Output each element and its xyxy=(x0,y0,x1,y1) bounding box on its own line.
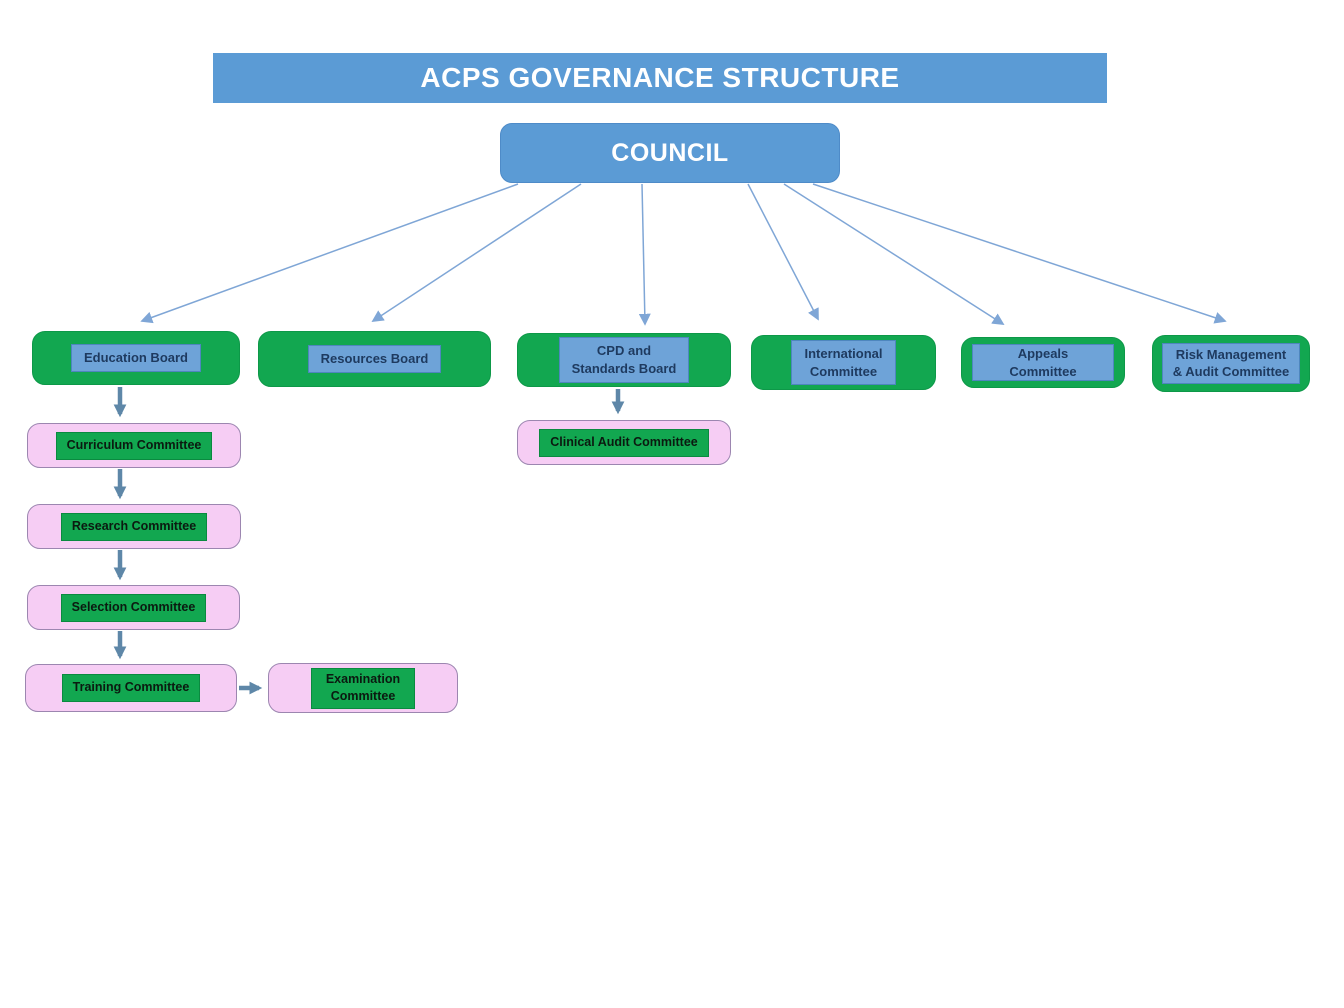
committee-examination: Examination Committee xyxy=(268,663,458,713)
arrow-council-to-resources-board xyxy=(371,183,582,322)
arrow-council-to-international-committee xyxy=(747,183,819,321)
committee-risk-audit-label: Risk Management & Audit Committee xyxy=(1162,342,1300,385)
committee-training: Training Committee xyxy=(25,664,237,712)
committee-risk-audit: Risk Management & Audit Committee xyxy=(1152,335,1310,392)
committee-clinical-audit-label: Clinical Audit Committee xyxy=(539,428,709,457)
chart-title-banner: ACPS GOVERNANCE STRUCTURE xyxy=(213,53,1107,103)
arrow-council-to-appeals-committee xyxy=(783,183,1005,325)
council-label: COUNCIL xyxy=(611,138,729,167)
committee-international-label: International Committee xyxy=(791,339,896,386)
arrow-council-to-education-board xyxy=(140,183,519,324)
board-education: Education Board xyxy=(32,331,240,385)
committee-research-label: Research Committee xyxy=(60,512,208,541)
committee-appeals-label: Appeals Committee xyxy=(971,343,1115,382)
committee-selection-label: Selection Committee xyxy=(60,593,207,622)
committee-training-label: Training Committee xyxy=(61,674,201,702)
committee-curriculum-label: Curriculum Committee xyxy=(55,431,213,460)
chart-title: ACPS GOVERNANCE STRUCTURE xyxy=(420,62,900,93)
committee-research: Research Committee xyxy=(27,504,241,549)
committee-international: International Committee xyxy=(751,335,936,390)
arrow-council-to-cpd-board xyxy=(638,183,651,326)
committee-clinical-audit: Clinical Audit Committee xyxy=(517,420,731,465)
board-cpd-standards-label: CPD and Standards Board xyxy=(558,337,690,383)
arrow-council-to-risk-committee xyxy=(812,183,1227,324)
board-resources: Resources Board xyxy=(258,331,491,387)
council-node: COUNCIL xyxy=(500,123,840,183)
board-education-label: Education Board xyxy=(70,344,201,372)
committee-curriculum: Curriculum Committee xyxy=(27,423,241,468)
committee-selection: Selection Committee xyxy=(27,585,240,630)
committee-appeals: Appeals Committee xyxy=(961,337,1125,388)
board-resources-label: Resources Board xyxy=(307,345,442,373)
committee-examination-label: Examination Committee xyxy=(310,667,416,709)
board-cpd-standards: CPD and Standards Board xyxy=(517,333,731,387)
